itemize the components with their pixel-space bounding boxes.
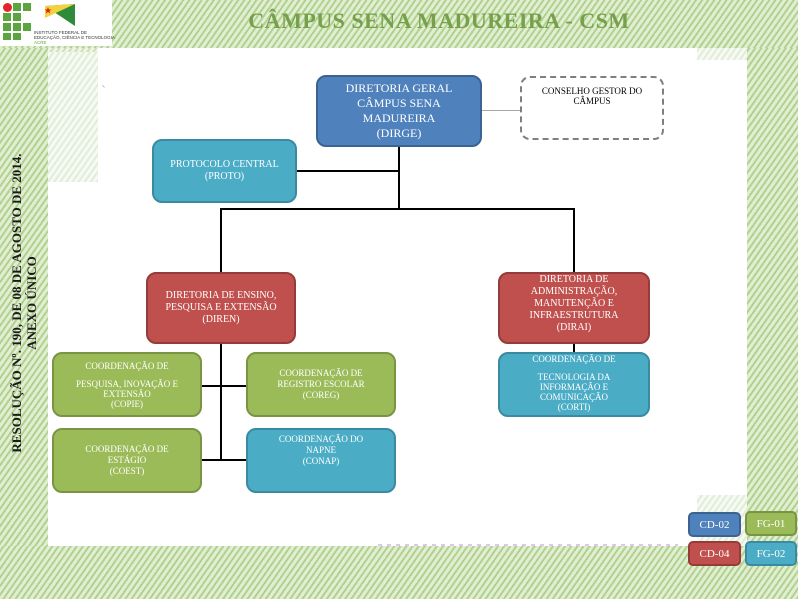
node-corti-line-6: (CORTI) — [557, 402, 591, 412]
node-corti-line-4: INFORMAÇÃO E — [539, 382, 609, 392]
node-conselho-line-2: CÂMPUS — [573, 96, 611, 106]
legend-fg-02: FG-02 — [745, 541, 797, 566]
node-copie-line-3: PESQUISA, INOVAÇÃO E — [75, 378, 179, 389]
connector-horizontal-split — [220, 208, 575, 210]
node-corti-line-1: COORDENAÇÃO DE — [532, 354, 616, 364]
legend-fg-01-label: FG-01 — [756, 517, 786, 530]
node-coreg-line-1: COORDENAÇÃO DE — [279, 368, 363, 378]
node-copie-line-1: COORDENAÇÃO DE — [85, 360, 169, 371]
side-caption-line-2: ANEXO ÚNICO — [24, 255, 39, 350]
node-dirai-line-4: INFRAESTRUTURA — [529, 310, 619, 321]
institution-name: INSTITUTO FEDERAL DE EDUCAÇÃO, CIÊNCIA E… — [34, 30, 115, 45]
content-area-ext — [98, 48, 697, 52]
connector-dirge-down — [398, 145, 400, 209]
node-copie[interactable]: COORDENAÇÃO DE PESQUISA, INOVAÇÃO E EXTE… — [52, 352, 202, 417]
node-conap-line-3: (CONAP) — [302, 456, 340, 466]
node-diren-line-3: (DIREN) — [202, 314, 240, 325]
node-proto-line-2: (PROTO) — [204, 171, 245, 182]
background-panel-right — [697, 48, 747, 60]
node-coest-line-3: (COEST) — [109, 466, 145, 476]
node-diren[interactable]: DIRETORIA DE ENSINO, PESQUISA E EXTENSÃO… — [146, 272, 296, 344]
node-dirge-line-2: CÂMPUS SENA — [357, 96, 441, 110]
node-diren-line-1: DIRETORIA DE ENSINO, — [165, 290, 277, 301]
node-dirge-line-4: (DIRGE) — [376, 126, 422, 140]
connector-to-dirai — [573, 208, 575, 274]
legend-cd-04: CD-04 — [688, 541, 741, 566]
node-coest[interactable]: COORDENAÇÃO DE ESTÁGIO (COEST) — [52, 428, 202, 493]
background-panel-left — [48, 52, 98, 182]
node-coreg[interactable]: COORDENAÇÃO DE REGISTRO ESCOLAR (COREG) — [246, 352, 396, 417]
legend-cd-04-label: CD-04 — [699, 547, 730, 560]
node-coreg-line-3: (COREG) — [302, 390, 340, 400]
institution-line-2: EDUCAÇÃO, CIÊNCIA E TECNOLOGIA — [34, 35, 115, 40]
institution-logo: INSTITUTO FEDERAL DE EDUCAÇÃO, CIÊNCIA E… — [0, 0, 115, 46]
node-corti-line-3: TECNOLOGIA DA — [537, 372, 611, 382]
node-diren-line-2: PESQUISA E EXTENSÃO — [165, 302, 277, 313]
node-dirai-line-2: ADMINISTRAÇÃO, — [530, 286, 618, 297]
side-caption: RESOLUÇÃO Nº. 190, DE 08 DE AGOSTO DE 20… — [5, 150, 43, 455]
institution-line-1: INSTITUTO FEDERAL DE — [34, 30, 88, 35]
connector-copie-coreg — [200, 385, 248, 387]
legend-fg-02-label: FG-02 — [756, 547, 786, 560]
node-dirge-line-1: DIRETORIA GERAL — [345, 81, 453, 95]
background-band-bottom — [0, 546, 798, 599]
legend-cd-02-label: CD-02 — [699, 518, 730, 531]
connector-dirge-conselho — [480, 110, 522, 111]
node-coest-line-1: COORDENAÇÃO DE — [85, 444, 169, 454]
node-proto[interactable]: PROTOCOLO CENTRAL (PROTO) — [152, 139, 297, 203]
node-dirge-line-3: MADUREIRA — [362, 111, 436, 125]
node-dirai-line-1: DIRETORIA DE — [539, 274, 609, 285]
connector-dirai-corti — [573, 342, 575, 355]
content-area-ext-right — [697, 60, 747, 495]
node-dirai[interactable]: DIRETORIA DE ADMINISTRAÇÃO, MANUTENÇÃO E… — [498, 272, 650, 344]
institution-line-3: ACRE — [34, 40, 47, 45]
page-title: CÂMPUS SENA MADUREIRA - CSM — [248, 8, 630, 33]
acre-flag-icon — [45, 4, 75, 26]
legend-cd-02: CD-02 — [688, 512, 741, 537]
stray-mark: ⸜ — [102, 83, 106, 89]
node-coreg-line-2: REGISTRO ESCOLAR — [277, 379, 365, 389]
faint-dotted-line — [378, 544, 678, 546]
node-conap[interactable]: COORDENAÇÃO DO NAPNE (CONAP) — [246, 428, 396, 493]
node-copie-line-5: (COPIE) — [111, 398, 143, 409]
connector-diren-trunk — [220, 342, 222, 460]
background-band-right — [747, 48, 798, 599]
node-conselho[interactable]: CONSELHO GESTOR DO CÂMPUS — [520, 76, 664, 140]
legend-fg-01: FG-01 — [745, 511, 797, 536]
node-copie-line-4: EXTENSÃO — [103, 388, 151, 399]
node-dirge[interactable]: DIRETORIA GERAL CÂMPUS SENA MADUREIRA (D… — [316, 75, 482, 147]
connector-to-diren — [220, 208, 222, 274]
node-conap-line-2: NAPNE — [305, 445, 336, 455]
node-dirai-line-5: (DIRAI) — [556, 322, 592, 333]
side-caption-line-1: RESOLUÇÃO Nº. 190, DE 08 DE AGOSTO DE 20… — [9, 152, 24, 453]
background-band-left — [0, 48, 48, 599]
connector-proto — [295, 170, 399, 172]
node-dirai-line-3: MANUTENÇÃO E — [534, 298, 614, 309]
node-corti[interactable]: COORDENAÇÃO DE TECNOLOGIA DA INFORMAÇÃO … — [498, 352, 650, 417]
node-conselho-line-1: CONSELHO GESTOR DO — [541, 86, 643, 96]
connector-coest-conap — [200, 459, 248, 461]
background-band-top — [0, 0, 798, 48]
node-corti-line-5: COMUNICAÇÃO — [539, 392, 608, 402]
node-proto-line-1: PROTOCOLO CENTRAL — [170, 159, 279, 170]
node-coest-line-2: ESTÁGIO — [107, 455, 147, 465]
if-logo-icon — [3, 3, 33, 40]
node-conap-line-1: COORDENAÇÃO DO — [278, 434, 364, 444]
